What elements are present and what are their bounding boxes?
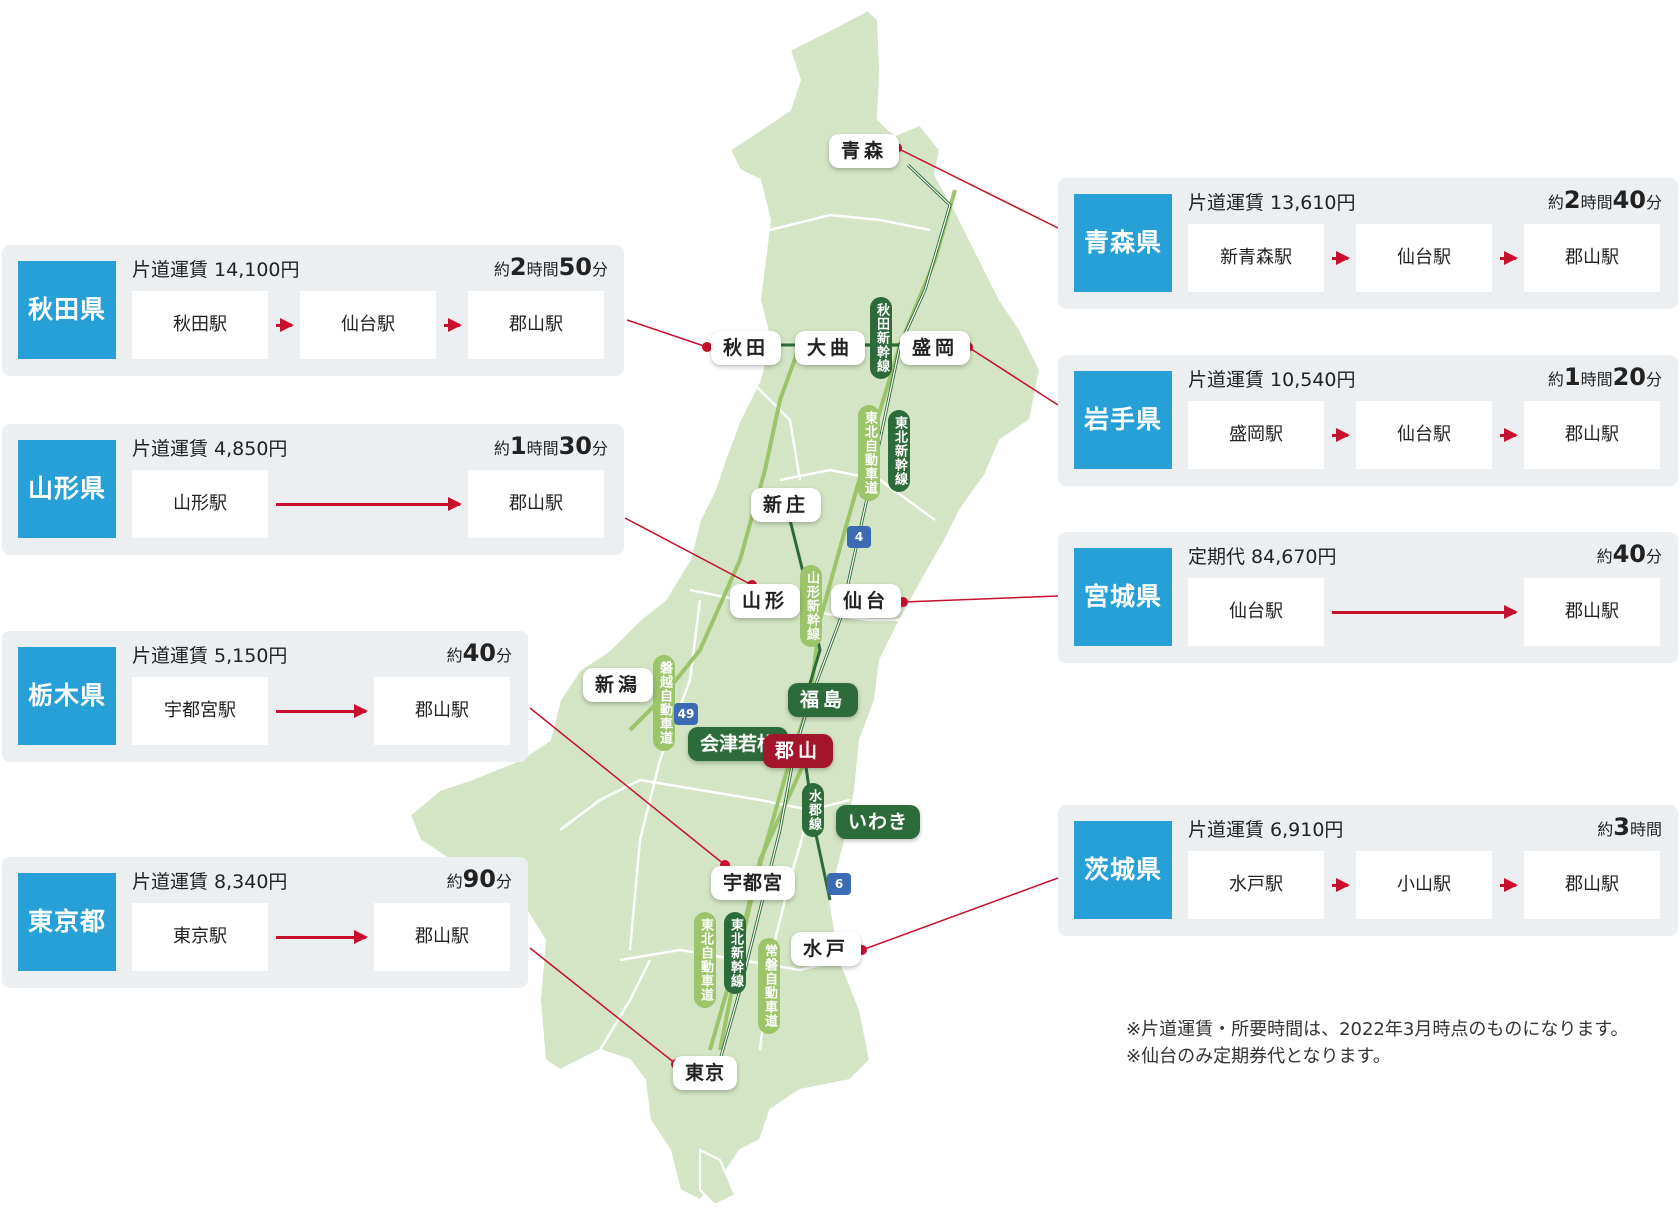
arrow: [1500, 428, 1518, 442]
city-akita: 秋田: [711, 331, 782, 365]
city-iwaki: いわき: [836, 805, 921, 839]
station-1: 東京駅: [132, 903, 268, 971]
fare: 片道運賃 10,540円: [1188, 369, 1356, 391]
fare: 片道運賃 6,910円: [1188, 819, 1344, 841]
suigun-line-label: 水郡線: [802, 783, 824, 837]
fare: 片道運賃 14,100円: [132, 259, 300, 281]
pref-name: 秋田県: [18, 261, 116, 359]
arrow: [1332, 878, 1350, 892]
travel-time: 約40分: [1596, 540, 1662, 568]
station-1: 宇都宮駅: [132, 677, 268, 745]
station-3: 郡山駅: [1524, 851, 1660, 919]
arrow: [276, 704, 368, 718]
station-1: 水戸駅: [1188, 851, 1324, 919]
station-1: 盛岡駅: [1188, 401, 1324, 469]
route-6-shield: 6: [827, 873, 851, 895]
pref-name: 青森県: [1074, 194, 1172, 292]
tohoku-expressway-north-label: 東北自動車道: [858, 405, 880, 501]
arrow: [1332, 251, 1350, 265]
joban-expressway-label: 常磐自動車道: [758, 938, 780, 1034]
shinkansen-white: [719, 164, 951, 1061]
city-fukushima: 福島: [788, 683, 859, 717]
yamagata-shinkansen-label: 山形新幹線: [800, 565, 822, 647]
station-1: 山形駅: [132, 470, 268, 538]
card-ibaraki: 茨城県 片道運賃 6,910円 約3時間 水戸駅 小山駅 郡山駅: [1058, 805, 1678, 936]
prefecture-borders: [559, 213, 936, 1051]
tohoku-shinkansen-south-label: 東北新幹線: [724, 912, 746, 994]
footnote-1: ※片道運賃・所要時間は、2022年3月時点のものになります。: [1126, 1019, 1629, 1040]
card-tokyo: 東京都 片道運賃 8,340円 約90分 東京駅 郡山駅: [2, 857, 528, 988]
arrow: [444, 318, 462, 332]
fare: 片道運賃 4,850円: [132, 438, 288, 460]
arrow: [1332, 428, 1350, 442]
leader-lines: [529, 147, 1059, 1065]
card-tochigi: 栃木県 片道運賃 5,150円 約40分 宇都宮駅 郡山駅: [2, 631, 528, 762]
station-3: 郡山駅: [1524, 401, 1660, 469]
station-2: 仙台駅: [300, 291, 436, 359]
travel-time: 約1時間30分: [493, 432, 608, 460]
station-3: 郡山駅: [1524, 224, 1660, 292]
pref-name: 宮城県: [1074, 548, 1172, 646]
station-1: 新青森駅: [1188, 224, 1324, 292]
arrow: [1500, 878, 1518, 892]
arrow: [276, 497, 462, 511]
city-mito: 水戸: [791, 932, 862, 966]
arrow: [1332, 605, 1518, 619]
card-yamagata: 山形県 片道運賃 4,850円 約1時間30分 山形駅 郡山駅: [2, 424, 624, 555]
fare: 片道運賃 5,150円: [132, 645, 288, 667]
card-miyagi: 宮城県 定期代 84,670円 約40分 仙台駅 郡山駅: [1058, 532, 1678, 663]
station-2: 郡山駅: [468, 470, 604, 538]
city-sendai: 仙台: [831, 584, 902, 618]
city-koriyama: 郡山: [763, 734, 834, 768]
travel-time: 約40分: [446, 639, 512, 667]
pref-name: 茨城県: [1074, 821, 1172, 919]
city-shinjo: 新庄: [751, 488, 822, 522]
arrow: [276, 930, 368, 944]
card-akita: 秋田県 片道運賃 14,100円 約2時間50分 秋田駅 仙台駅 郡山駅: [2, 245, 624, 376]
pref-name: 山形県: [18, 440, 116, 538]
arrow: [276, 318, 294, 332]
pref-name: 栃木県: [18, 647, 116, 745]
footnotes: ※片道運賃・所要時間は、2022年3月時点のものになります。 ※仙台のみ定期券代…: [1126, 1016, 1629, 1070]
tohoku-expressway-south-label: 東北自動車道: [694, 912, 716, 1008]
fare: 定期代 84,670円: [1188, 546, 1337, 568]
akita-shinkansen-label: 秋田新幹線: [870, 297, 892, 379]
station-2: 小山駅: [1356, 851, 1492, 919]
travel-time: 約1時間20分: [1547, 363, 1662, 391]
travel-time: 約3時間: [1597, 813, 1662, 841]
fare: 片道運賃 13,610円: [1188, 192, 1356, 214]
station-2: 仙台駅: [1356, 401, 1492, 469]
city-aomori: 青森: [829, 134, 900, 168]
peninsula: [699, 1148, 737, 1207]
station-2: 郡山駅: [1524, 578, 1660, 646]
city-omagari: 大曲: [795, 331, 866, 365]
card-aomori: 青森県 片道運賃 13,610円 約2時間40分 新青森駅 仙台駅 郡山駅: [1058, 178, 1678, 309]
station-2: 郡山駅: [374, 677, 510, 745]
station-2: 仙台駅: [1356, 224, 1492, 292]
station-2: 郡山駅: [374, 903, 510, 971]
route-49-shield: 49: [674, 703, 698, 725]
fare: 片道運賃 8,340円: [132, 871, 288, 893]
travel-time: 約2時間40分: [1547, 186, 1662, 214]
city-utsunomiya: 宇都宮: [711, 866, 796, 900]
tohoku-shinkansen-north-label: 東北新幹線: [888, 410, 910, 492]
station-1: 秋田駅: [132, 291, 268, 359]
travel-time: 約2時間50分: [493, 253, 608, 281]
station-3: 郡山駅: [468, 291, 604, 359]
station-1: 仙台駅: [1188, 578, 1324, 646]
route-4-shield: 4: [847, 526, 871, 548]
footnote-2: ※仙台のみ定期券代となります。: [1126, 1046, 1391, 1067]
city-morioka: 盛岡: [900, 331, 971, 365]
city-yamagata: 山形: [730, 584, 801, 618]
city-tokyo: 東京: [673, 1056, 738, 1090]
city-niigata: 新潟: [583, 668, 654, 702]
travel-time: 約90分: [446, 865, 512, 893]
pref-name: 東京都: [18, 873, 116, 971]
arrow: [1500, 251, 1518, 265]
card-iwate: 岩手県 片道運賃 10,540円 約1時間20分 盛岡駅 仙台駅 郡山駅: [1058, 355, 1678, 486]
banetsu-expressway-label: 磐越自動車道: [653, 655, 675, 751]
pref-name: 岩手県: [1074, 371, 1172, 469]
